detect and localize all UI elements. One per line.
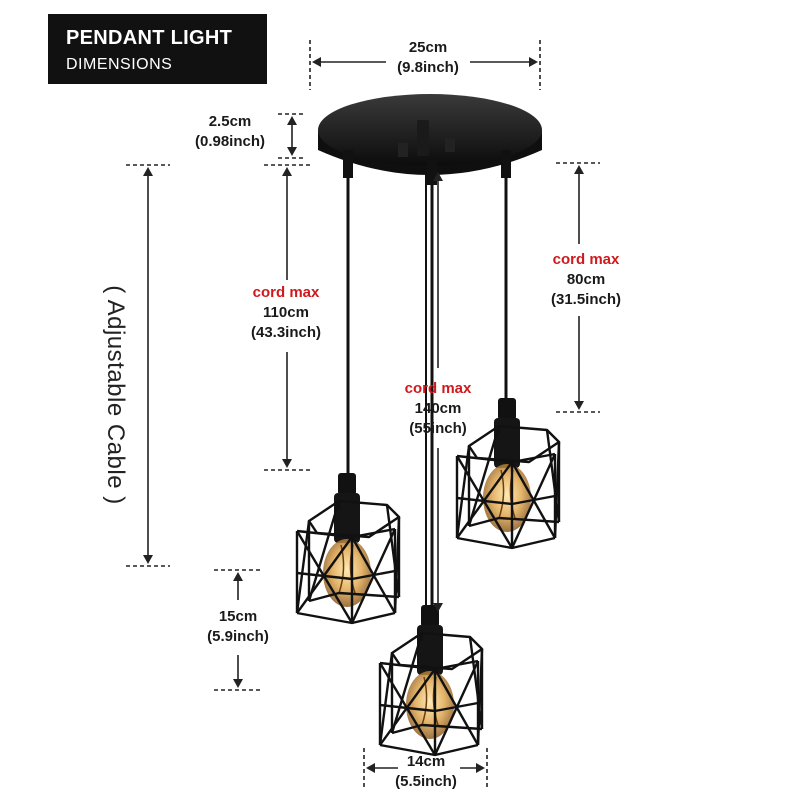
- shade-width-label: 14cm (5.5inch): [380, 752, 472, 792]
- shade-width-cm: 14cm: [406, 753, 446, 770]
- cord-center-tag: cord max: [404, 380, 472, 397]
- canopy-height-cm: 2.5cm: [208, 113, 252, 130]
- adjustable-cable-text: ( Adjustable Cable ): [102, 285, 129, 505]
- title-badge: PENDANT LIGHT DIMENSIONS: [48, 14, 267, 84]
- cord-right-label: cord max 80cm (31.5inch): [540, 250, 632, 310]
- cord-right-tag: cord max: [552, 251, 620, 268]
- cord-left-tag: cord max: [252, 284, 320, 301]
- cord-center-cm: 140cm: [414, 400, 462, 417]
- badge-title: PENDANT LIGHT: [66, 27, 233, 49]
- canopy-height-inch: (0.98inch): [194, 133, 266, 150]
- cage-shade-left: [295, 473, 401, 625]
- ceiling-canopy: [318, 94, 542, 185]
- shade-height-label: 15cm (5.9inch): [198, 607, 278, 647]
- cage-shade-center: [378, 605, 484, 757]
- cord-left-inch: (43.3inch): [250, 324, 322, 341]
- badge-subtitle: DIMENSIONS: [66, 56, 173, 73]
- canopy-width-cm: 25cm: [408, 39, 448, 56]
- shade-height-cm: 15cm: [218, 608, 258, 625]
- cord-center-label: cord max 140cm (55inch): [392, 379, 484, 439]
- canopy-width-inch: (9.8inch): [397, 59, 459, 76]
- cage-shade-right: [455, 398, 561, 550]
- cord-center-inch: (55inch): [409, 420, 467, 437]
- canopy-height-label: 2.5cm (0.98inch): [186, 112, 274, 152]
- cord-right-cm: 80cm: [566, 271, 606, 288]
- shade-height-inch: (5.9inch): [207, 628, 269, 645]
- cords: [346, 170, 508, 612]
- cord-left-label: cord max 110cm (43.3inch): [236, 283, 336, 343]
- shade-width-inch: (5.5inch): [395, 773, 457, 790]
- canopy-width-label: 25cm (9.8inch): [383, 38, 473, 78]
- dimension-lines: [126, 40, 600, 790]
- cord-right-inch: (31.5inch): [550, 291, 622, 308]
- cord-left-cm: 110cm: [263, 304, 309, 321]
